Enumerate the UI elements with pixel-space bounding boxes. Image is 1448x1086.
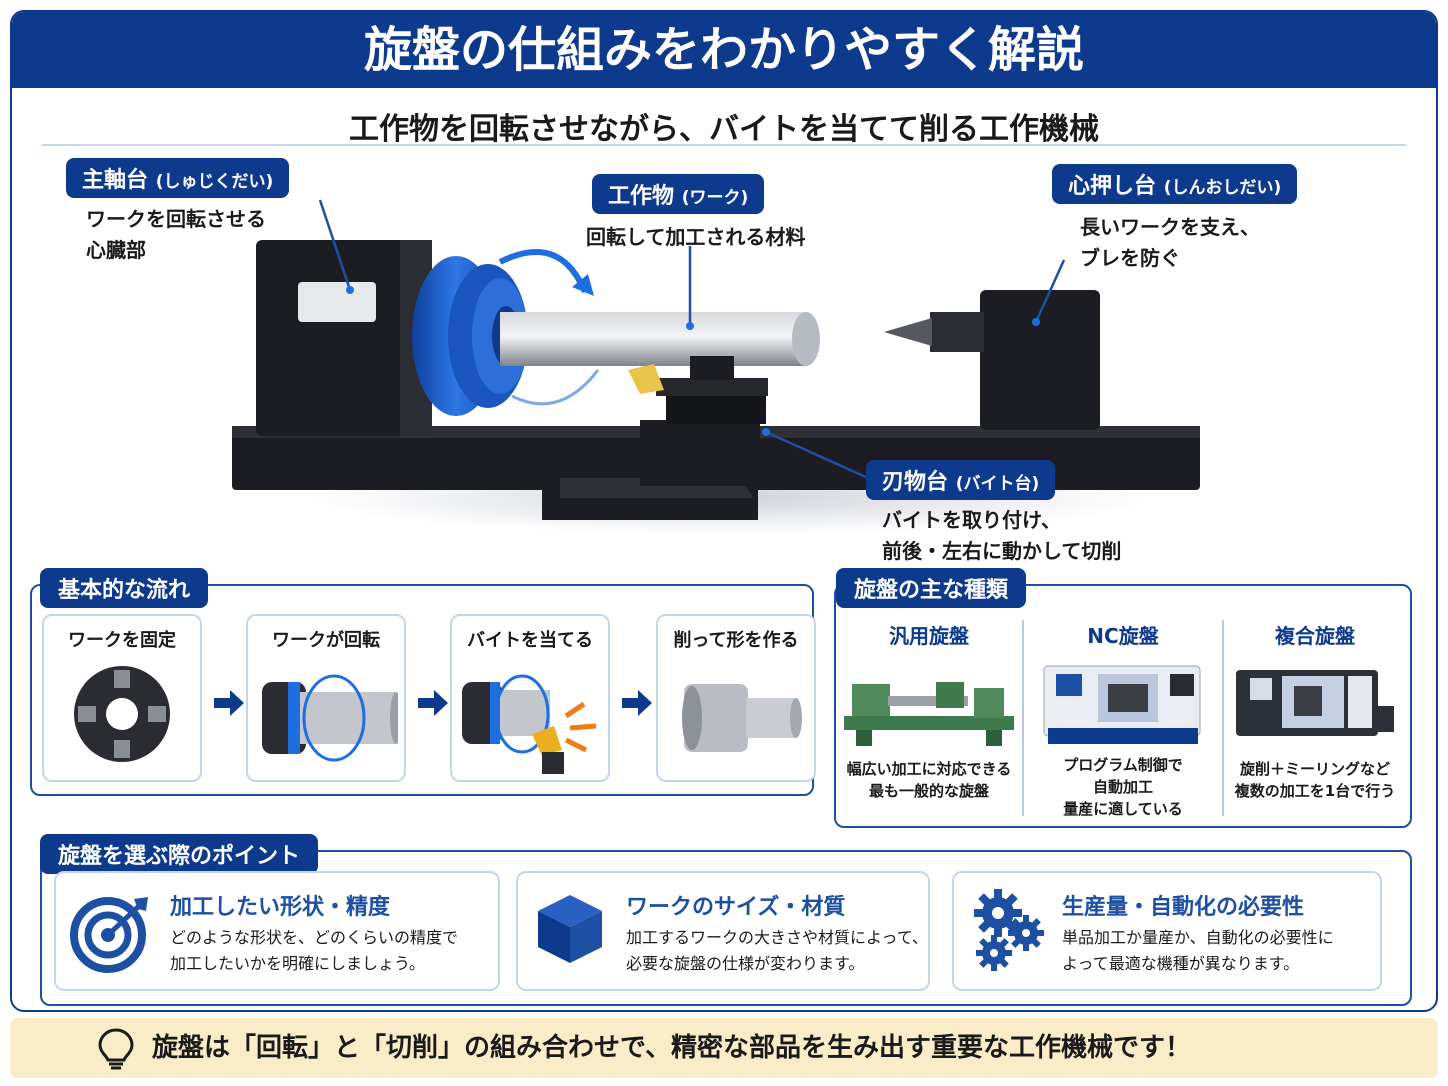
rotating-work-icon [262,674,398,762]
headstock-desc: ワークを回転させる 心臓部 [86,204,266,266]
point-2-body: 加工するワークの大きさや材質によって、 必要な旋盤の仕様が変わります。 [626,925,928,977]
type-general-lathe-name: 汎用旋盤 [889,624,969,648]
headstock-desc-line1: ワークを回転させる [86,207,266,231]
point-3-body: 単品加工か量産か、自動化の必要性に よって最適な機種が異なります。 [1062,925,1334,977]
point-card-3: 生産量・自動化の必要性 単品加工か量産か、自動化の必要性に よって最適な機種が異… [952,871,1382,991]
point-1-line1: どのような形状を、どのくらいの精度で [170,928,459,947]
type-nc-lathe-line1: プログラム制御で [1063,756,1183,774]
point-card-1: 加工したい形状・精度 どのような形状を、どのくらいの精度で 加工したいかを明確に… [54,871,500,991]
flow-step-3-label: バイトを当てる [467,630,593,651]
cutting-icon [462,674,597,774]
cube-icon [538,895,602,963]
tailstock-name: 心押し台 [1068,174,1157,199]
cutting-tool [628,364,664,394]
flow-step-1: ワークを固定 [42,614,202,782]
workpiece-rod [500,312,804,366]
subtitle-divider [42,144,1406,146]
flow-arrow-2 [418,690,448,716]
flow-step-1-label: ワークを固定 [68,630,176,651]
headstock-panel [298,282,376,322]
flow-title: 基本的な流れ [40,568,209,608]
tailstock-tag: 心押し台 (しんおしだい) [1052,164,1298,204]
lathe-illustration [232,199,1200,534]
point-1-line2: 加工したいかを明確にしましょう。 [170,954,426,973]
workpiece-desc: 回転して加工される材料 [586,225,806,249]
toolpost-desc: バイトを取り付け、 前後・左右に動かして切削 [882,505,1121,567]
footer-text: 旋盤は「回転」と「切削」の組み合わせで、精密な部品を生み出す重要な工作機械です！ [152,1033,1191,1063]
workpiece-name: 工作物 [608,184,675,209]
flow-arrow-3 [622,690,652,716]
lightbulb-icon [98,1028,134,1070]
type-general-lathe-line2: 最も一般的な旋盤 [868,782,989,800]
type-general-lathe-desc: 幅広い加工に対応できる 最も一般的な旋盤 [834,758,1024,802]
type-nc-lathe-desc: プログラム制御で 自動加工 量産に適している [1028,754,1218,820]
headstock-name: 主軸台 [82,168,149,193]
headstock-tag: 主軸台 (しゅじくだい) [66,158,290,198]
type-multitask-lathe-desc: 旋削＋ミーリングなど 複数の加工を1台で行う [1220,758,1410,802]
tailstock-desc-line1: 長いワークを支え、 [1080,215,1260,239]
workpiece-tag: 工作物 (ワーク) [592,174,765,214]
type-general-lathe-line1: 幅広い加工に対応できる [846,760,1012,778]
point-3-line2: よって最適な機種が異なります。 [1062,954,1300,973]
toolpost-desc-line1: バイトを取り付け、 [882,508,1061,532]
point-3-heading: 生産量・自動化の必要性 [1062,895,1305,920]
type-nc-lathe-line2: 自動加工 [1092,778,1153,796]
type-general-lathe: 汎用旋盤 幅広い加工に対応できる 最も一般的な旋盤 [834,620,1024,825]
toolpost-reading: (バイト台) [955,474,1040,494]
point-3-line1: 単品加工か量産か、自動化の必要性に [1062,928,1334,947]
multitask-lathe-icon [1236,670,1394,736]
tailstock-reading: (しんおしだい) [1163,178,1282,198]
tailstock-desc: 長いワークを支え、 ブレを防ぐ [1080,212,1260,274]
toolpost-name: 刃物台 [882,470,949,495]
flow-step-4-label: 削って形を作る [673,630,799,651]
point-1-body: どのような形状を、どのくらいの精度で 加工したいかを明確にしましょう。 [170,925,458,977]
general-lathe-icon [844,682,1014,746]
flow-arrow-1 [214,690,244,716]
type-nc-lathe: NC旋盤 プログラム制御で 自動加工 量産に適している [1028,620,1218,825]
headstock-reading: (しゅじくだい) [155,172,274,192]
point-1-heading: 加工したい形状・精度 [170,895,391,920]
point-card-2: ワークのサイズ・材質 加工するワークの大きさや材質によって、 必要な旋盤の仕様が… [516,871,930,991]
finished-part-icon [682,684,802,752]
gears-icon [974,889,1044,971]
type-nc-lathe-line3: 量産に適している [1063,800,1183,818]
types-divider-2 [1222,620,1224,816]
flow-step-3: バイトを当てる [450,614,610,782]
target-icon [70,897,148,973]
flow-step-2-label: ワークが回転 [272,630,380,651]
types-title: 旋盤の主な種類 [836,568,1027,608]
type-multitask-lathe: 複合旋盤 旋削＋ミーリングなど 複数の加工を1台で行う [1220,620,1410,825]
flow-step-4: 削って形を作る [656,614,816,782]
cross-slide [640,420,760,486]
toolpost-desc-line2: 前後・左右に動かして切削 [882,539,1122,563]
workpiece-reading: (ワーク) [681,188,749,208]
point-2-line2: 必要な旋盤の仕様が変わります。 [626,954,865,973]
types-divider-1 [1022,620,1024,816]
headstock-desc-line2: 心臓部 [86,238,146,262]
page-title: 旋盤の仕組みをわかりやすく解説 [12,12,1436,88]
type-nc-lathe-name: NC旋盤 [1087,624,1159,648]
toolpost-tag: 刃物台 (バイト台) [866,460,1056,500]
chuck-front-icon [74,666,170,762]
point-2-line1: 加工するワークの大きさや材質によって、 [626,928,928,947]
tailstock-body [980,290,1100,430]
flow-step-2: ワークが回転 [246,614,406,782]
nc-lathe-icon [1043,665,1201,744]
footer-banner: 旋盤は「回転」と「切削」の組み合わせで、精密な部品を生み出す重要な工作機械です！ [10,1018,1438,1078]
point-2-heading: ワークのサイズ・材質 [626,895,846,920]
type-multitask-lathe-line1: 旋削＋ミーリングなど [1239,760,1390,778]
type-multitask-lathe-line2: 複数の加工を1台で行う [1234,782,1396,800]
tailstock-desc-line2: ブレを防ぐ [1080,246,1180,270]
tool-holder [690,356,734,380]
tailstock-center [884,318,932,346]
type-multitask-lathe-name: 複合旋盤 [1275,624,1355,648]
points-title: 旋盤を選ぶ際のポイント [40,834,319,874]
rotation-arrow-top [498,249,588,294]
page-subtitle: 工作物を回転させながら、バイトを当てて削る工作機械 [349,112,1099,147]
